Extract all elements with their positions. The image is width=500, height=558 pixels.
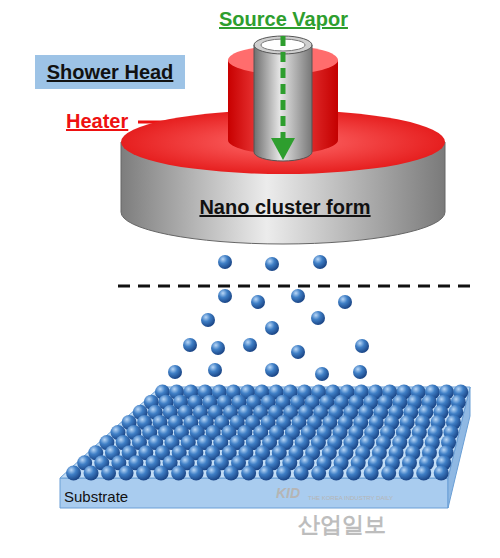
- cluster-ball: [211, 341, 225, 355]
- cluster-ball: [313, 255, 327, 269]
- slab-top: [60, 387, 470, 478]
- vapor-arrow: [281, 36, 286, 140]
- cluster-ball: [183, 338, 197, 352]
- shower-head-disk: Nano cluster form: [118, 0, 452, 250]
- deposited-ball: [84, 465, 99, 480]
- cluster-ball: [201, 313, 215, 327]
- substrate-slab: Substrate: [55, 380, 475, 512]
- cluster-ball: [315, 367, 329, 381]
- falling-clusters: [168, 255, 369, 381]
- cluster-ball: [265, 321, 279, 335]
- cluster-ball: [208, 363, 222, 377]
- deposited-ball: [311, 465, 326, 480]
- heater-label: Heater: [66, 110, 128, 133]
- cluster-ball: [265, 363, 279, 377]
- node-text: Nano cluster form: [118, 196, 452, 219]
- node-text: Substrate: [64, 488, 128, 505]
- watermark: KID: [276, 485, 300, 501]
- cluster-ball: [355, 339, 369, 353]
- deposited-ball: [364, 465, 379, 480]
- deposited-ball: [241, 465, 256, 480]
- node-text: Shower Head: [47, 61, 174, 84]
- cluster-ball: [338, 295, 352, 309]
- vapor-arrowhead: [271, 138, 295, 160]
- deposited-ball: [346, 465, 361, 480]
- deposited-ball: [101, 465, 116, 480]
- deposited-ball: [434, 465, 449, 480]
- deposited-ball: [154, 465, 169, 480]
- deposited-ball: [171, 465, 186, 480]
- cluster-ball: [291, 345, 305, 359]
- deposited-ball: [294, 465, 309, 480]
- cluster-ball: [251, 295, 265, 309]
- deposited-ball: [259, 465, 274, 480]
- deposited-ball: [329, 465, 344, 480]
- deposited-ball: [416, 465, 431, 480]
- slab-front: [60, 478, 448, 508]
- deposited-ball: [224, 465, 239, 480]
- deposited-ball: [276, 465, 291, 480]
- deposited-ball: [206, 465, 221, 480]
- cluster-ball: [291, 289, 305, 303]
- deposited-ball: [399, 465, 414, 480]
- cluster-ball: [218, 255, 232, 269]
- deposited-ball: [136, 465, 151, 480]
- cluster-ball: [353, 365, 367, 379]
- cluster-ball: [168, 365, 182, 379]
- deposited-ball: [66, 465, 81, 480]
- cluster-ball: [218, 289, 232, 303]
- cluster-ball: [243, 338, 257, 352]
- dashed-boundary: [118, 285, 470, 288]
- source-vapor-label: Source Vapor: [219, 8, 348, 31]
- watermark: THE KOREA INDUSTRY DAILY: [308, 495, 393, 501]
- watermark: 산업일보: [298, 510, 386, 540]
- shower-head-box: Shower Head: [35, 55, 185, 89]
- deposited-ball: [381, 465, 396, 480]
- cluster-ball: [265, 257, 279, 271]
- deposited-ball: [119, 465, 134, 480]
- deposited-ball: [189, 465, 204, 480]
- cluster-ball: [311, 311, 325, 325]
